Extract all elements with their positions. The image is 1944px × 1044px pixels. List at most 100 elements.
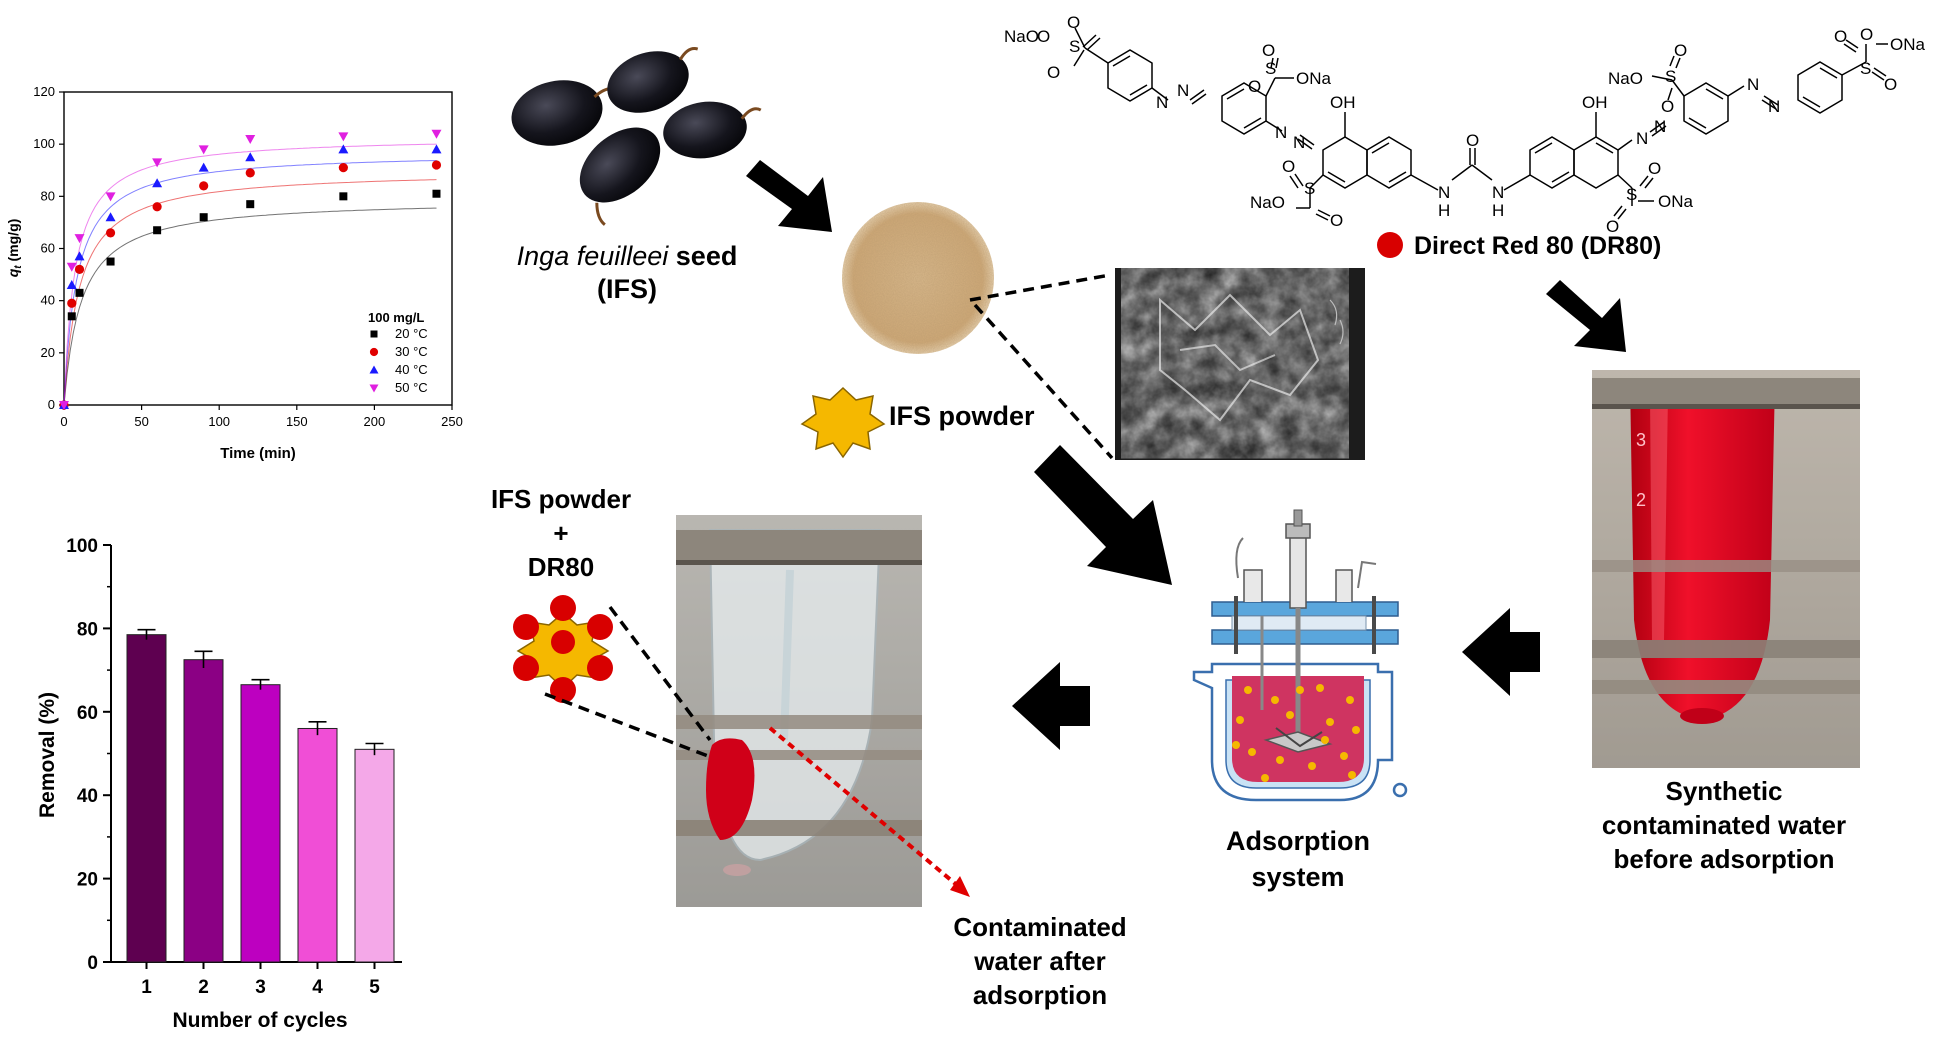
seed xyxy=(607,47,699,113)
seed xyxy=(579,127,661,226)
atom-label: O xyxy=(1330,211,1343,230)
bar xyxy=(354,748,395,963)
fit-curve xyxy=(63,207,437,406)
complex-label-line1: IFS powder xyxy=(491,484,631,514)
inga-seeds-photo xyxy=(511,47,762,226)
atom-label: N xyxy=(1768,97,1780,116)
atom-label: NaO xyxy=(1250,193,1285,212)
atom-label: N xyxy=(1275,123,1287,142)
legend-title: 100 mg/L xyxy=(368,310,424,325)
data-point xyxy=(198,162,209,172)
x-tick-label: 200 xyxy=(364,414,386,429)
data-point xyxy=(106,257,115,266)
atom-label: N xyxy=(1438,183,1450,202)
x-tick-label: 50 xyxy=(134,414,148,429)
bar xyxy=(126,634,167,963)
atom-label: O xyxy=(1674,41,1687,60)
y-tick-label: 80 xyxy=(41,188,55,203)
kinetics-legend: 100 mg/L 20 °C30 °C40 °C50 °C xyxy=(368,310,428,395)
bar xyxy=(183,659,224,963)
atom-label: N xyxy=(1636,129,1648,148)
atom-label: H xyxy=(1438,201,1450,220)
data-point xyxy=(74,264,85,274)
x-tick-label: 3 xyxy=(255,977,266,998)
y-tick-label: 100 xyxy=(33,136,55,151)
kinetics-fit-curves xyxy=(63,143,437,406)
data-point xyxy=(105,228,116,238)
atom-label: S xyxy=(1626,185,1637,204)
data-point xyxy=(198,145,209,155)
particle xyxy=(1271,696,1279,704)
atom-label: NaO xyxy=(1004,27,1039,46)
legend-marker xyxy=(370,330,378,338)
atom-label: O xyxy=(1606,217,1619,236)
data-point xyxy=(59,401,69,410)
reactor-particles xyxy=(1232,684,1360,782)
complex-label-line3: DR80 xyxy=(528,552,594,582)
data-point xyxy=(245,134,256,144)
seed-label: Inga feuilleei seed xyxy=(517,241,738,271)
sem-micrograph xyxy=(1115,268,1365,460)
data-point xyxy=(152,202,162,212)
data-point xyxy=(105,212,116,222)
synthetic-label-line2: contaminated water xyxy=(1602,810,1846,840)
data-point xyxy=(152,178,163,188)
atom-label: N xyxy=(1747,75,1759,94)
atom-label: N xyxy=(1156,93,1168,112)
sem-callout-line xyxy=(973,303,1114,460)
atom-label: O xyxy=(1648,159,1661,178)
data-point xyxy=(66,280,77,290)
y-tick-label: 80 xyxy=(77,619,98,640)
bar-ylabel: Removal (%) xyxy=(36,692,59,818)
tube-mark: 2 xyxy=(1636,490,1646,510)
adsorption-label-line1: Adsorption xyxy=(1226,826,1370,856)
arrow-dye-to-water xyxy=(1546,280,1626,352)
complex-label-line2: + xyxy=(553,518,568,548)
data-point xyxy=(432,189,441,198)
kinetics-xlabel: Time (min) xyxy=(220,445,296,462)
particle xyxy=(1232,741,1240,749)
data-point xyxy=(246,200,255,209)
synthetic-label-line1: Synthetic xyxy=(1665,776,1782,806)
atom-label: S xyxy=(1069,37,1080,56)
after-adsorption-photo xyxy=(676,515,922,907)
data-point xyxy=(431,144,442,154)
adsorbed-dye-dots xyxy=(513,595,613,703)
data-point xyxy=(338,132,349,142)
data-point xyxy=(431,129,442,139)
legend-marker xyxy=(369,384,379,393)
atom-label: N xyxy=(1492,183,1504,202)
x-tick-label: 5 xyxy=(369,977,380,998)
ifs-powder-photo xyxy=(842,202,994,354)
data-point xyxy=(75,288,84,297)
kinetics-points xyxy=(59,129,442,410)
data-point xyxy=(339,192,348,201)
dr80-structure xyxy=(1073,27,1888,221)
atom-label: N xyxy=(1654,117,1666,136)
atom-label: O xyxy=(1067,13,1080,32)
x-tick-label: 4 xyxy=(312,977,323,998)
synthetic-water-photo: 3 2 xyxy=(1592,370,1860,768)
y-tick-label: 40 xyxy=(77,786,98,807)
particle xyxy=(1296,686,1304,694)
legend-items: 20 °C30 °C40 °C50 °C xyxy=(369,326,428,395)
after-label-line2: water after xyxy=(973,946,1106,976)
legend-label: 20 °C xyxy=(395,326,428,341)
data-point xyxy=(105,192,116,202)
synthetic-label-line3: before adsorption xyxy=(1613,844,1834,874)
atom-label: O xyxy=(1047,63,1060,82)
atom-label: N xyxy=(1293,133,1305,152)
y-tick-label: 100 xyxy=(66,536,98,557)
kinetics-ylabel: qt (mg/g) xyxy=(5,219,24,278)
atom-label: O xyxy=(1661,97,1674,116)
x-tick-label: 100 xyxy=(208,414,230,429)
atom-label: O xyxy=(1262,41,1275,60)
data-point xyxy=(431,160,442,170)
atom-label: O xyxy=(1466,131,1479,150)
dye-dot xyxy=(513,614,539,640)
bar xyxy=(240,684,281,963)
